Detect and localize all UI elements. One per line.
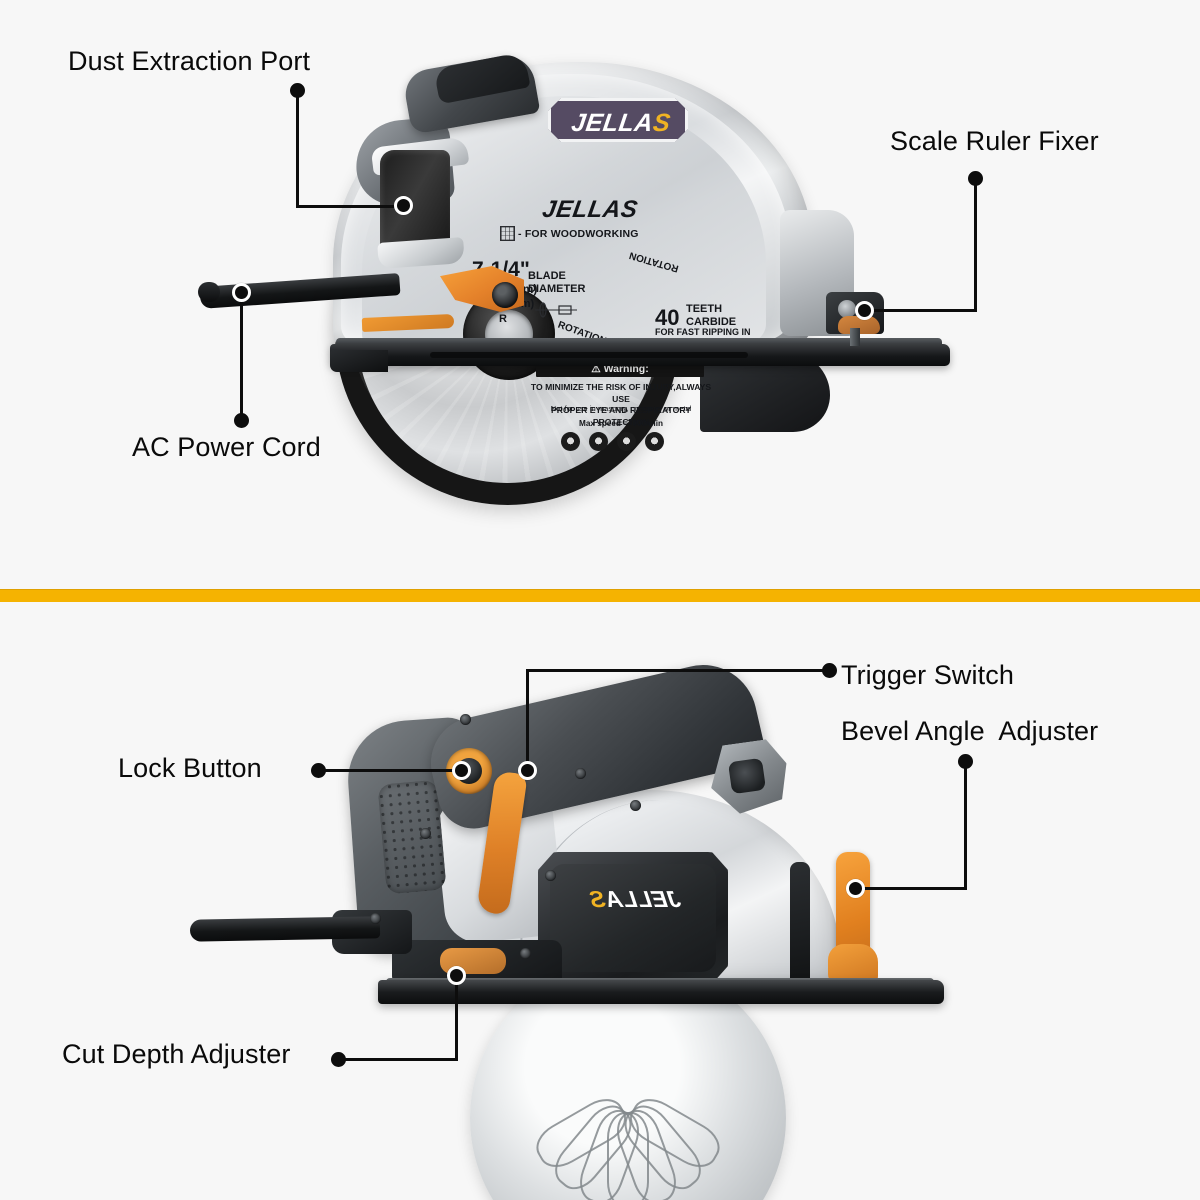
blade-brand-text: JELLAS [540, 196, 640, 223]
housing-screw [520, 948, 531, 959]
callout-label-lock-button: Lock Button [118, 753, 262, 783]
callout-line-h-lock-button [320, 769, 455, 772]
blade-application-text: - FOR WOODWORKING [518, 228, 639, 240]
brand-name-head: JELLA [569, 109, 656, 137]
callout-line-h-cut-depth-adjuster [338, 1058, 458, 1061]
base-shoe-blade-slot [430, 352, 748, 358]
blade-bore: R [499, 313, 507, 325]
warning-pictogram-mask-icon [645, 432, 664, 451]
callout-line-v-dust-extraction-port [296, 90, 299, 208]
ac-power-cord-tip [198, 282, 220, 302]
motor-housing-inner-panel [550, 864, 716, 972]
cut-depth-lever-knob[interactable] [492, 282, 518, 308]
brand-badge-text: JELLAS [548, 101, 688, 142]
ac-power-cord-body-lower [189, 916, 381, 942]
callout-target-dot-dust-extraction-port [394, 196, 413, 215]
brand-name-head-mirrored: JELLA [603, 886, 683, 912]
brand-badge: JELLAS [548, 98, 688, 142]
blade-vane [607, 1112, 649, 1200]
warning-pictogram-hand-icon [617, 432, 636, 451]
callout-target-dot-scale-ruler-fixer [855, 301, 874, 320]
brand-name-accent: S [651, 109, 673, 137]
callout-line-h-dust-extraction-port [296, 205, 408, 208]
callout-line-h-trigger-switch [526, 669, 826, 672]
callout-line-h-bevel-angle-adjuster [862, 887, 967, 890]
blade-warning-line-1: TO MINIMIZE THE RISK OF INJURY,ALWAYS US… [530, 382, 712, 427]
housing-screw [460, 714, 471, 725]
housing-screw [420, 828, 431, 839]
callout-target-dot-trigger-switch [518, 761, 537, 780]
callout-target-dot-lock-button [452, 761, 471, 780]
blade-warning-line-3: Not for use in masonry, concrete, or met… [550, 404, 692, 413]
motor-housing-brand-logo: JELLAS [558, 884, 712, 914]
callout-line-v-ac-power-cord [240, 300, 243, 418]
housing-screw [545, 870, 556, 881]
warning-pictogram-eye-protection-icon [561, 432, 580, 451]
warning-pictogram-no-masonry-icon [589, 432, 608, 451]
callout-label-scale-ruler-fixer: Scale Ruler Fixer [890, 126, 1099, 156]
callout-target-dot-ac-power-cord [232, 283, 251, 302]
scale-ruler-fixer-bolt[interactable] [838, 300, 856, 318]
callout-line-v-trigger-switch [526, 669, 529, 769]
callout-line-v-cut-depth-adjuster [455, 979, 458, 1061]
woodworking-icon [500, 226, 515, 241]
bevel-angle-knob-core[interactable] [727, 757, 767, 795]
callout-label-cut-depth-adjuster: Cut Depth Adjuster [62, 1039, 291, 1069]
blade-max-speed: Max speed =7000/min [579, 419, 663, 428]
base-shoe-top-edge [336, 338, 942, 348]
callout-label-trigger-switch: Trigger Switch [841, 660, 1014, 690]
yellow-section-divider [0, 589, 1200, 602]
callout-line-h-scale-ruler-fixer [870, 309, 977, 312]
callout-anchor-dot-lock-button [311, 763, 326, 778]
callout-line-v-bevel-angle-adjuster [964, 760, 967, 890]
callout-target-dot-cut-depth-adjuster [447, 966, 466, 985]
grip-texture-pad [377, 779, 447, 895]
scale-ruler-fixer-stem [850, 328, 860, 346]
retracting-guard-arm [790, 862, 810, 984]
callout-anchor-dot-ac-power-cord [234, 413, 249, 428]
callout-label-dust-extraction-port: Dust Extraction Port [68, 46, 311, 76]
base-shoe-plate-lower [378, 980, 944, 1004]
callout-line-v-scale-ruler-fixer [974, 178, 977, 312]
blade-diameter-symbol-icon [535, 302, 577, 318]
housing-screw [630, 800, 641, 811]
blade-teeth-count: 40 [655, 305, 680, 330]
housing-screw [370, 913, 381, 924]
callout-anchor-dot-trigger-switch [822, 663, 837, 678]
base-shoe-front-lip [330, 350, 388, 372]
housing-screw [575, 768, 586, 779]
scale-ruler-fixer-knob[interactable] [838, 316, 880, 334]
panel-top-view: JELLAS JELLAS - FOR WOODWORKING 7-1/4" (… [0, 0, 1200, 589]
callout-target-dot-bevel-angle-adjuster [846, 879, 865, 898]
callout-label-bevel-angle-adjuster: Bevel Angle Adjuster [841, 716, 1099, 746]
callout-label-ac-power-cord: AC Power Cord [132, 432, 321, 462]
